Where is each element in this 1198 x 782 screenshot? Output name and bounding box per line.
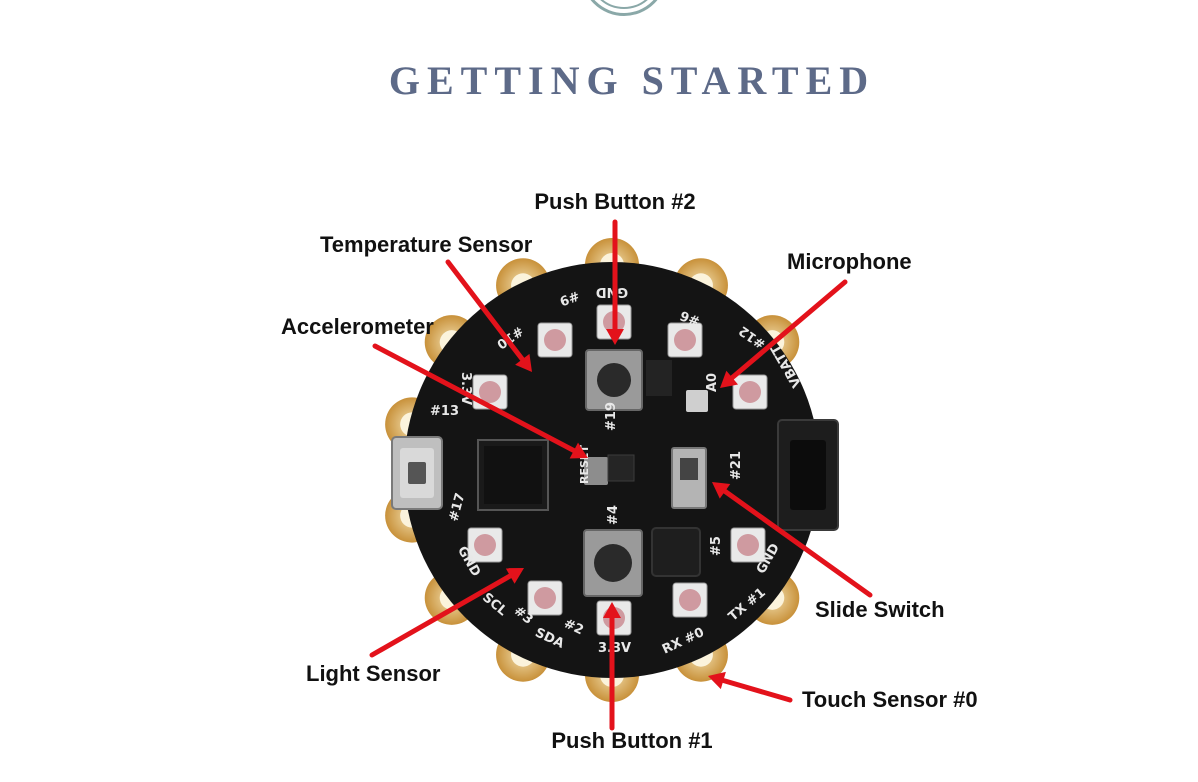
label-pin5: #5 — [709, 536, 724, 556]
slide-switch-part — [671, 447, 707, 509]
callout-arrow — [603, 602, 621, 731]
callout-slide-switch: Slide Switch — [815, 597, 945, 622]
label-a0: A0 — [705, 373, 720, 392]
label-pin17: #17 — [446, 491, 468, 523]
label-pin19: #19 — [604, 402, 619, 431]
battery-connector — [777, 419, 839, 531]
callout-push-button-1: Push Button #1 — [551, 728, 712, 753]
callout-arrows — [369, 219, 873, 731]
label-gnd-top: GND — [596, 284, 629, 299]
callout-arrow — [445, 259, 532, 372]
label-3v3: 3.3V — [598, 641, 631, 656]
neopixel-led — [672, 582, 708, 618]
neopixel-led — [527, 580, 563, 616]
callout-arrow — [372, 343, 588, 459]
neopixel-led — [732, 374, 768, 410]
regulator-chip — [646, 360, 672, 396]
push-button-1-part — [583, 529, 643, 597]
callout-labels: Push Button #2 Temperature Sensor Microp… — [281, 189, 978, 753]
neopixel-led — [467, 527, 503, 563]
microphone-part — [686, 390, 708, 412]
callout-microphone: Microphone — [787, 249, 912, 274]
callout-arrow — [606, 219, 624, 345]
callout-arrow — [712, 482, 873, 598]
label-pin4: #4 — [606, 505, 621, 525]
label-pin13: #13 — [430, 404, 459, 419]
callout-arrow — [708, 671, 793, 703]
label-pin21: #21 — [729, 451, 744, 480]
callout-temperature-sensor: Temperature Sensor — [320, 232, 533, 257]
callout-push-button-2: Push Button #2 — [534, 189, 695, 214]
speaker-part — [651, 527, 701, 577]
callout-arrow — [720, 279, 848, 388]
neopixel-led — [537, 322, 573, 358]
callout-accelerometer: Accelerometer — [281, 314, 434, 339]
label-pin6: #6 — [678, 307, 702, 328]
reset-button-part — [584, 457, 608, 485]
neopixel-led — [667, 322, 703, 358]
label-pin9: #9 — [557, 287, 581, 308]
microcontroller-chip — [477, 439, 549, 511]
callout-touch-sensor-0: Touch Sensor #0 — [802, 687, 978, 712]
callout-light-sensor: Light Sensor — [306, 661, 441, 686]
callout-arrow — [369, 568, 524, 658]
neopixel-led — [730, 527, 766, 563]
usb-connector — [391, 436, 443, 510]
accelerometer-part — [607, 454, 635, 482]
push-button-2-part — [585, 349, 643, 411]
page-title: GETTING STARTED — [388, 58, 876, 103]
